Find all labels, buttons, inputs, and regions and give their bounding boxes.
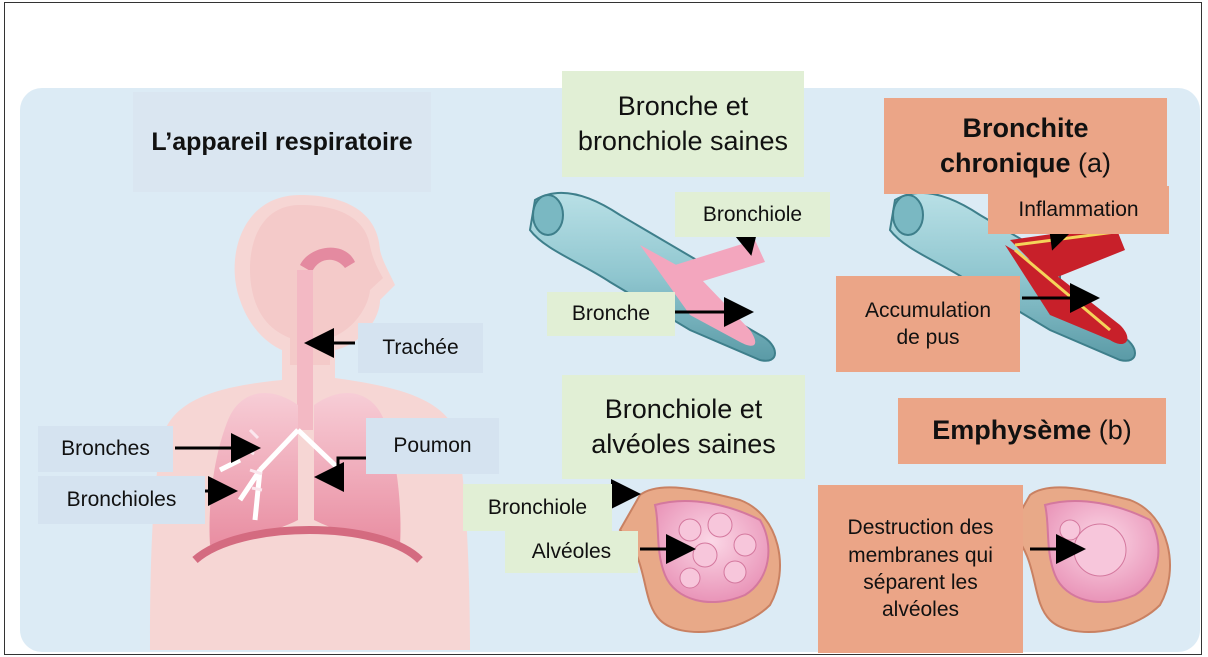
label-destruction: Destruction des membranes qui séparent l…: [818, 485, 1023, 653]
label-bronchi: Bronches: [38, 426, 173, 472]
healthy-alveoli-illustration: [620, 487, 780, 632]
bronchitis-title: Bronchite chronique (a): [884, 98, 1167, 194]
label-inflammation: Inflammation: [988, 186, 1169, 234]
bronchitis-title-suffix: (a): [1078, 148, 1111, 178]
emphysema-title: Emphysème (b): [898, 398, 1166, 464]
label-lung: Poumon: [366, 418, 499, 474]
label-bronchiole-bottom: Bronchiole: [463, 484, 612, 531]
label-bronchioles: Bronchioles: [38, 476, 205, 524]
healthy-alveoli-title: Bronchiole et alvéoles saines: [562, 375, 805, 479]
label-bronchiole-top: Bronchiole: [675, 192, 830, 237]
emphysema-title-text: Emphysème: [932, 413, 1091, 448]
healthy-bronchus-title: Bronche et bronchiole saines: [562, 71, 804, 177]
label-alveoli: Alvéoles: [505, 531, 638, 573]
label-bronchus: Bronche: [547, 292, 675, 336]
label-trachea: Trachée: [358, 323, 483, 373]
main-title: L’appareil respiratoire: [133, 92, 431, 192]
bronchitis-title-text: Bronchite chronique: [940, 113, 1089, 178]
emphysema-alveoli-illustration: [1010, 487, 1170, 632]
emphysema-title-suffix: (b): [1099, 413, 1132, 448]
label-pus: Accumulation de pus: [836, 276, 1020, 372]
